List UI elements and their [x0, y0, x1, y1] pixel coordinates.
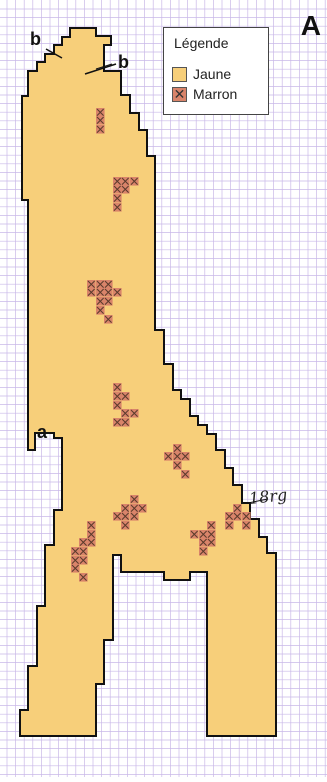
- brown-stitch-mark: [96, 297, 105, 306]
- brown-stitch-mark: [225, 521, 234, 530]
- brown-stitch-mark: [113, 288, 122, 297]
- brown-stitch-mark: [96, 116, 105, 125]
- brown-stitch-mark: [87, 521, 96, 530]
- brown-stitch-mark: [130, 409, 139, 418]
- brown-stitch-mark: [113, 512, 122, 521]
- brown-stitch-mark: [181, 470, 190, 479]
- brown-stitch-mark: [113, 194, 122, 203]
- brown-stitch-mark: [173, 452, 182, 461]
- brown-stitch-mark: [138, 504, 147, 513]
- brown-stitch-mark: [113, 177, 122, 186]
- brown-swatch: ✕: [172, 87, 187, 102]
- brown-stitch-mark: [79, 538, 88, 547]
- legend-label-brown: Marron: [193, 86, 237, 102]
- brown-stitch-mark: [87, 530, 96, 539]
- brown-stitch-mark: [233, 512, 242, 521]
- marker-a: a: [37, 422, 47, 443]
- brown-stitch-mark: [233, 504, 242, 513]
- brown-stitch-mark: [121, 409, 130, 418]
- brown-stitch-mark: [79, 547, 88, 556]
- brown-stitch-mark: [121, 392, 130, 401]
- brown-stitch-mark: [104, 297, 113, 306]
- brown-stitch-mark: [113, 401, 122, 410]
- giraffe-body: [20, 28, 276, 736]
- brown-stitch-mark: [104, 280, 113, 289]
- brown-stitch-mark: [121, 418, 130, 427]
- brown-stitch-mark: [87, 538, 96, 547]
- brown-stitch-mark: [173, 461, 182, 470]
- figure-letter: A: [301, 10, 321, 42]
- brown-stitch-mark: [130, 504, 139, 513]
- brown-stitch-mark: [199, 530, 208, 539]
- brown-stitch-mark: [130, 495, 139, 504]
- brown-stitch-mark: [113, 383, 122, 392]
- legend-label-yellow: Jaune: [193, 66, 231, 82]
- row-note: 18rg: [248, 485, 288, 508]
- brown-stitch-mark: [113, 185, 122, 194]
- yellow-swatch: [172, 67, 187, 82]
- legend-title: Légende: [174, 35, 229, 51]
- cross-icon: ✕: [173, 85, 186, 103]
- brown-stitch-mark: [121, 185, 130, 194]
- brown-stitch-mark: [225, 512, 234, 521]
- brown-stitch-mark: [130, 512, 139, 521]
- marker-b-left: b: [30, 29, 41, 50]
- brown-stitch-mark: [104, 315, 113, 324]
- brown-stitch-mark: [71, 547, 80, 556]
- legend: Légende Jaune ✕ Marron: [163, 27, 269, 115]
- legend-item-yellow: Jaune: [172, 66, 231, 82]
- brown-stitch-mark: [242, 521, 251, 530]
- legend-item-brown: ✕ Marron: [172, 86, 237, 102]
- brown-stitch-mark: [130, 177, 139, 186]
- brown-stitch-mark: [113, 392, 122, 401]
- brown-stitch-mark: [164, 452, 173, 461]
- brown-stitch-mark: [113, 203, 122, 212]
- brown-stitch-mark: [199, 547, 208, 556]
- brown-stitch-mark: [173, 444, 182, 453]
- brown-stitch-mark: [181, 452, 190, 461]
- brown-stitch-mark: [87, 280, 96, 289]
- brown-stitch-mark: [96, 108, 105, 117]
- marker-b-right: b: [118, 52, 129, 73]
- brown-stitch-mark: [190, 530, 199, 539]
- brown-stitch-mark: [79, 556, 88, 565]
- brown-stitch-mark: [242, 512, 251, 521]
- brown-stitch-mark: [113, 418, 122, 427]
- brown-stitch-mark: [96, 306, 105, 315]
- brown-stitch-mark: [71, 556, 80, 565]
- brown-stitch-mark: [121, 177, 130, 186]
- brown-stitch-mark: [207, 538, 216, 547]
- brown-stitch-mark: [104, 288, 113, 297]
- brown-stitch-mark: [96, 288, 105, 297]
- brown-stitch-mark: [121, 504, 130, 513]
- brown-stitch-mark: [96, 125, 105, 134]
- brown-stitch-mark: [207, 521, 216, 530]
- brown-stitch-mark: [121, 512, 130, 521]
- brown-stitch-mark: [199, 538, 208, 547]
- brown-stitch-mark: [87, 288, 96, 297]
- brown-stitch-mark: [96, 280, 105, 289]
- brown-stitch-mark: [79, 573, 88, 582]
- brown-stitch-mark: [121, 521, 130, 530]
- brown-stitch-mark: [207, 530, 216, 539]
- brown-stitch-mark: [71, 564, 80, 573]
